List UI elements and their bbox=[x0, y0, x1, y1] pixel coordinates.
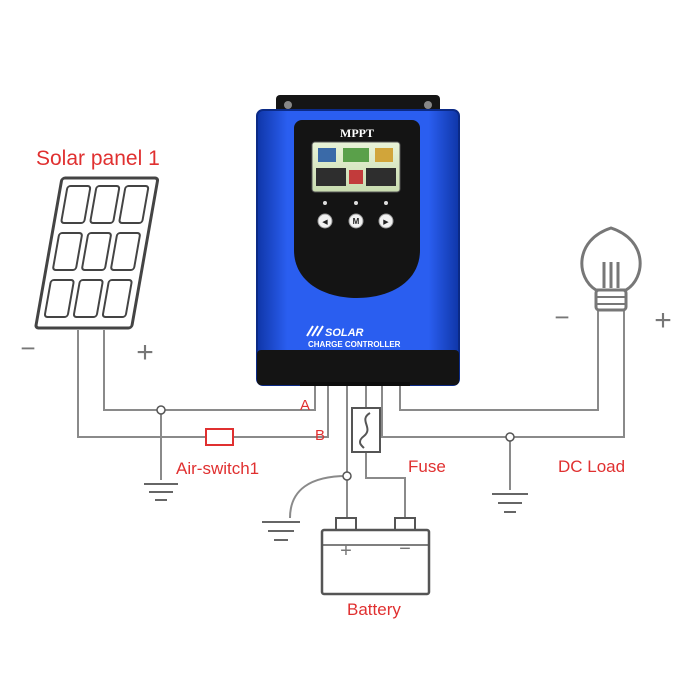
wire-airswitch-to-b bbox=[233, 382, 329, 438]
controller-button-mode-label: M bbox=[353, 217, 360, 226]
charge-controller: ◀ M ▶ MPPT SOLAR CHARGE CONTROLLER bbox=[256, 95, 460, 386]
junctions bbox=[156, 405, 515, 481]
wire-fuse-bottom bbox=[365, 452, 406, 518]
panel-plus-sign: + bbox=[136, 336, 154, 369]
controller-button-left-label: ◀ bbox=[322, 219, 328, 226]
load-plus-sign: + bbox=[654, 304, 672, 337]
battery-plus-sign: + bbox=[340, 540, 352, 562]
controller-title-line1: SOLAR bbox=[325, 327, 364, 339]
dc-load-label: DC Load bbox=[558, 457, 625, 476]
ground-symbol-panel bbox=[144, 483, 178, 501]
battery-label: Battery bbox=[347, 600, 401, 619]
solar-logo-icon bbox=[306, 325, 324, 337]
controller-button-mode[interactable]: M bbox=[348, 213, 364, 229]
fuse-label: Fuse bbox=[408, 457, 446, 476]
controller-button-right-label: ▶ bbox=[383, 219, 389, 226]
wire-panel-negative bbox=[77, 330, 206, 438]
wire-load-3 bbox=[510, 310, 625, 438]
controller-button-left[interactable]: ◀ bbox=[317, 213, 333, 229]
terminal-a-label: A bbox=[300, 397, 310, 414]
air-switch-label: Air-switch1 bbox=[176, 459, 259, 478]
light-bulb-icon bbox=[580, 226, 642, 312]
controller-button-right[interactable]: ▶ bbox=[378, 213, 394, 229]
ground-symbol-battery bbox=[262, 521, 300, 541]
solar-panel-label: Solar panel 1 bbox=[36, 147, 160, 170]
terminal-b-label: B bbox=[315, 427, 325, 444]
air-switch-icon bbox=[205, 428, 234, 446]
wire-load-2 bbox=[399, 310, 599, 411]
load-minus-sign: − bbox=[554, 302, 569, 332]
controller-title-line2: CHARGE CONTROLLER bbox=[308, 340, 401, 349]
battery-icon bbox=[320, 517, 431, 596]
wire-battery-ground bbox=[289, 475, 348, 519]
ground-symbol-load bbox=[492, 493, 528, 513]
fuse-icon bbox=[351, 407, 381, 453]
wires bbox=[77, 310, 625, 519]
panel-minus-sign: − bbox=[20, 333, 35, 363]
battery-minus-sign: − bbox=[399, 538, 411, 560]
solar-panel-icon bbox=[34, 176, 160, 330]
wire-load-1 bbox=[381, 382, 510, 438]
controller-brand: MPPT bbox=[340, 126, 374, 140]
wire-panel-positive bbox=[103, 330, 316, 411]
